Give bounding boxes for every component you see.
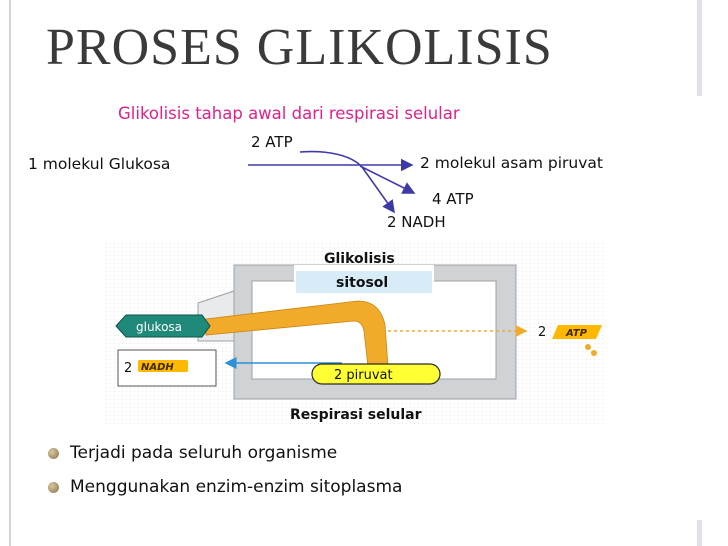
atp-dot-2 bbox=[591, 350, 597, 356]
reaction-arrows bbox=[248, 150, 416, 214]
glukosa-tag bbox=[115, 314, 211, 338]
bullet-icon bbox=[48, 482, 59, 493]
cytosol-band bbox=[296, 271, 432, 293]
pyruvate-label: 2 piruvat bbox=[334, 368, 393, 383]
atp-badge bbox=[552, 325, 602, 339]
atp-input-label: 2 ATP bbox=[251, 133, 293, 151]
location-label: sitosol bbox=[336, 275, 388, 291]
bullet-item: Terjadi pada seluruh organisme bbox=[48, 443, 402, 477]
bullet-text: Terjadi pada seluruh organisme bbox=[70, 443, 338, 463]
bullet-icon bbox=[48, 448, 59, 459]
nadh-output-arrow bbox=[361, 166, 395, 214]
nadh-output-label: 2 NADH bbox=[387, 213, 446, 231]
left-border-line bbox=[9, 0, 11, 546]
right-border-line-bottom bbox=[697, 520, 702, 546]
pyruvate-capsule bbox=[311, 363, 441, 385]
next-stage-label: Respirasi selular bbox=[290, 407, 422, 423]
reactant-label: 1 molekul Glukosa bbox=[28, 155, 171, 173]
nadh-count: 2 bbox=[124, 361, 132, 376]
nadh-box bbox=[117, 349, 217, 387]
glukosa-label: glukosa bbox=[136, 320, 182, 334]
bullet-item: Menggunakan enzim-enzim sitoplasma bbox=[48, 477, 402, 511]
atp-label: ATP bbox=[565, 328, 588, 339]
bullet-list: Terjadi pada seluruh organisme Menggunak… bbox=[48, 443, 402, 511]
atp-count: 2 bbox=[538, 325, 546, 340]
nadh-label: NADH bbox=[141, 362, 174, 373]
nadh-badge bbox=[138, 360, 188, 372]
bullet-text: Menggunakan enzim-enzim sitoplasma bbox=[70, 477, 403, 497]
glycolysis-diagram-graphic: 2 NADH glukosa 2 piruvat Glikolisis sito… bbox=[106, 243, 606, 425]
glycolysis-diagram: 2 NADH glukosa 2 piruvat Glikolisis sito… bbox=[106, 243, 606, 425]
atp-output-arrow bbox=[359, 165, 416, 194]
right-border-line bbox=[697, 0, 702, 96]
diagram-subtitle: Glikolisis tahap awal dari respirasi sel… bbox=[118, 104, 460, 123]
atp-input-arrow bbox=[299, 150, 361, 166]
process-label: Glikolisis bbox=[324, 251, 395, 267]
atp-dot-1 bbox=[585, 344, 591, 350]
product-label: 2 molekul asam piruvat bbox=[420, 154, 603, 172]
slide-title: PROSES GLIKOLISIS bbox=[46, 19, 553, 76]
atp-output-label: 4 ATP bbox=[432, 190, 474, 208]
